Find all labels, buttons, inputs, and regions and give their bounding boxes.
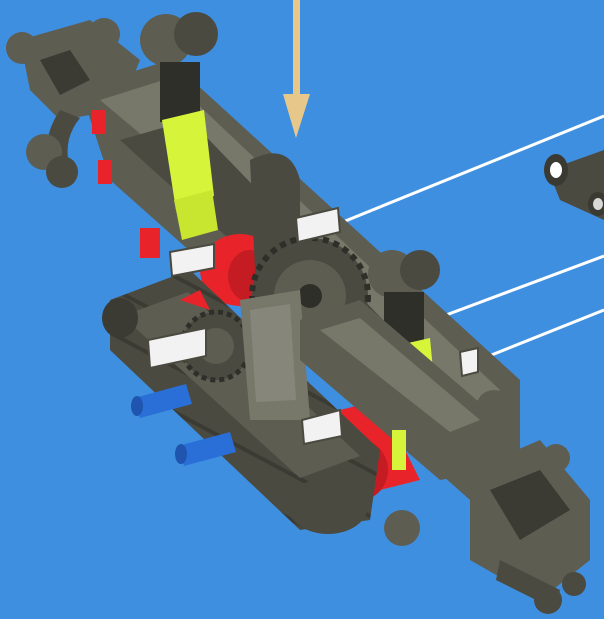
- axle-callout-3: [460, 348, 478, 376]
- red-connector: [140, 228, 160, 258]
- center-block: [240, 290, 310, 420]
- red-connector: [92, 110, 106, 134]
- red-connector: [98, 160, 112, 184]
